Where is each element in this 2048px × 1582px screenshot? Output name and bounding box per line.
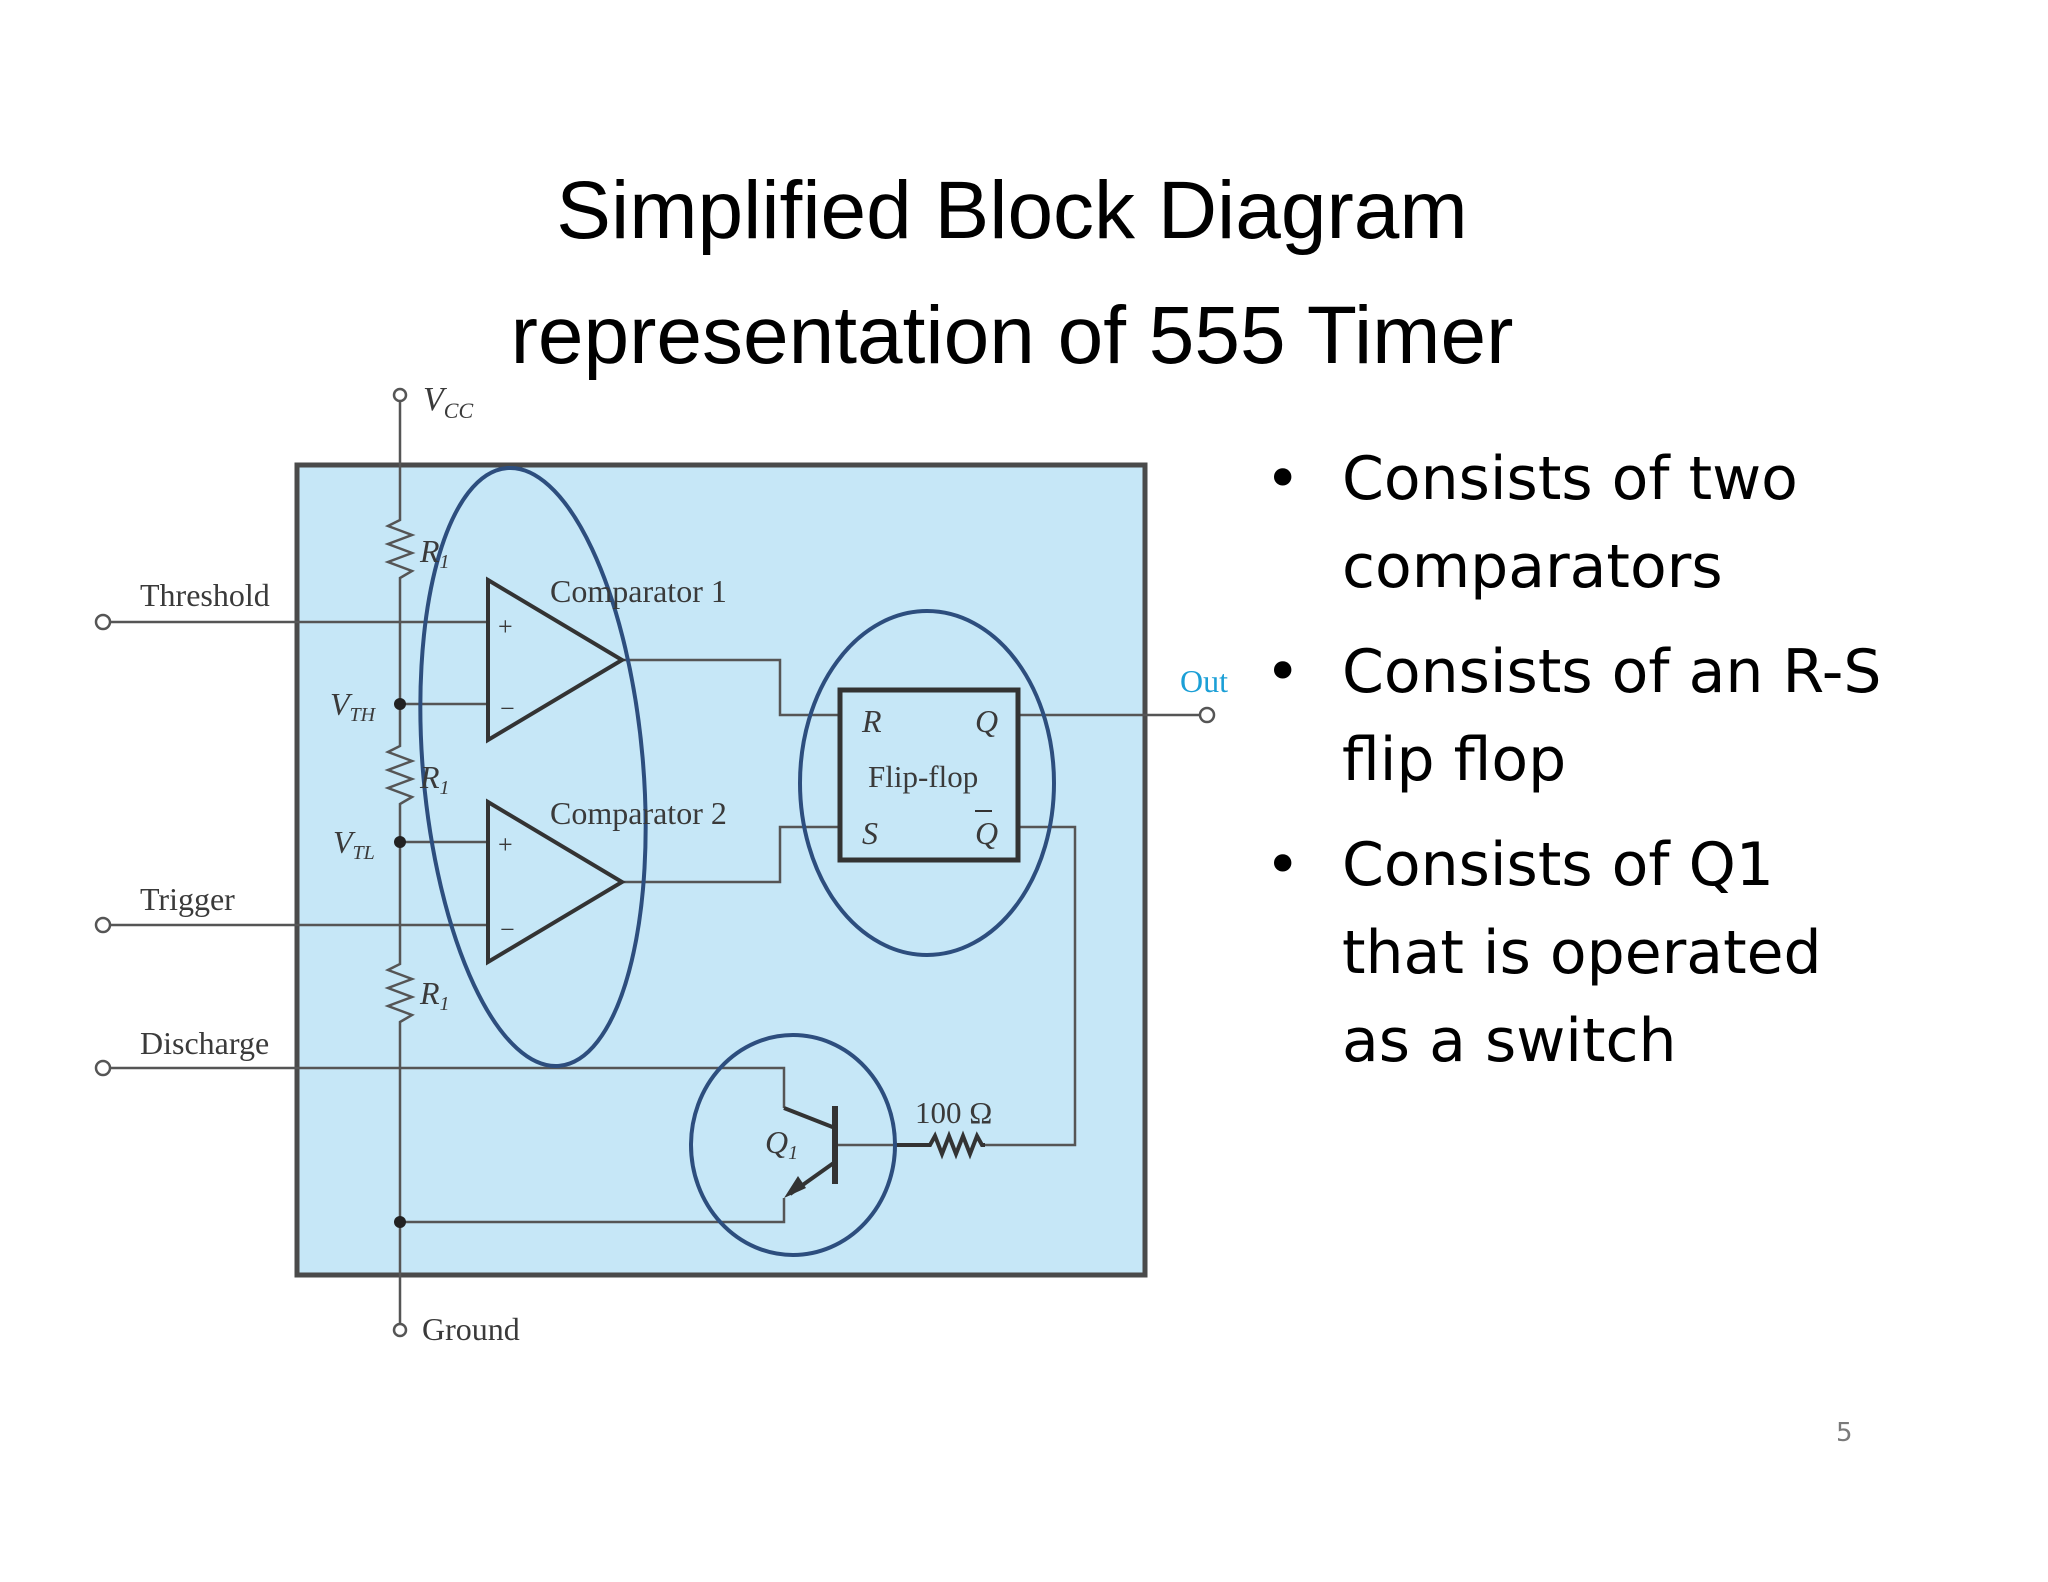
vcc-terminal	[392, 387, 408, 403]
flipflop-qbar-label: Q	[975, 815, 998, 851]
ground-node	[394, 1216, 406, 1228]
discharge-terminal	[94, 1059, 112, 1077]
trigger-terminal	[94, 916, 112, 934]
flipflop-r-label: R	[861, 703, 882, 739]
comp2-output-wire	[622, 825, 840, 884]
resistor-r1-top	[384, 518, 416, 744]
vtl-label: VTL	[333, 824, 375, 864]
vth-node	[394, 698, 406, 710]
flipflop-s-label: S	[862, 815, 878, 851]
comparators-highlight-ellipse	[418, 465, 648, 1069]
bullet-item: Consists of an R-S flip flop	[1265, 628, 1905, 804]
comparator-1	[486, 576, 626, 744]
r1-bot-label: R1	[419, 975, 450, 1015]
comparator-1-plus: +	[498, 612, 513, 641]
bullet-list: Consists of two comparators Consists of …	[1265, 435, 1905, 1102]
comparator-2	[486, 798, 626, 966]
emitter-arrow-icon	[784, 1176, 806, 1198]
vth-label: VTH	[330, 686, 377, 726]
resistor-100-label: 100 Ω	[915, 1095, 992, 1130]
flipflop-highlight-ellipse	[798, 609, 1056, 957]
resistor-r1-bot	[384, 962, 416, 1325]
transistor-collector	[783, 1106, 836, 1130]
trigger-label: Trigger	[140, 881, 235, 917]
ground-wire	[400, 1198, 786, 1224]
ground-terminal	[392, 1322, 408, 1338]
resistor-100-ohm	[893, 1130, 985, 1160]
comparator-2-label: Comparator 2	[550, 795, 727, 831]
qbar-wire	[985, 825, 1077, 1147]
flip-flop-box	[837, 687, 1021, 863]
transistor-highlight-ellipse	[689, 1033, 897, 1257]
discharge-label: Discharge	[140, 1025, 269, 1061]
vcc-label: VCC	[423, 381, 473, 423]
comparator-1-minus: −	[500, 694, 515, 723]
bullet-item: Consists of Q1 that is operated as a swi…	[1265, 821, 1905, 1085]
threshold-terminal	[94, 613, 112, 631]
threshold-label: Threshold	[140, 577, 270, 613]
comparator-2-plus: +	[498, 830, 513, 859]
flipflop-label: Flip-flop	[868, 759, 978, 794]
comparator-1-label: Comparator 1	[550, 573, 727, 609]
transistor-label: Q1	[765, 1124, 798, 1164]
out-label: Out	[1180, 663, 1228, 699]
slide-title-line-1: Simplified Block Diagram	[556, 165, 1468, 256]
slide-title-line-2: representation of 555 Timer	[510, 290, 1514, 381]
comparator-2-minus: −	[500, 915, 515, 944]
r1-mid-label: R1	[419, 759, 450, 799]
bullet-item: Consists of two comparators	[1265, 435, 1905, 611]
resistor-r1-mid	[384, 744, 416, 962]
vtl-node	[394, 836, 406, 848]
discharge-wire	[110, 1066, 786, 1108]
ground-label: Ground	[422, 1311, 520, 1347]
page-number: 5	[1836, 1418, 1853, 1448]
r1-top-label: R1	[419, 533, 450, 573]
flipflop-q-label: Q	[975, 703, 998, 739]
out-terminal	[1198, 706, 1216, 724]
